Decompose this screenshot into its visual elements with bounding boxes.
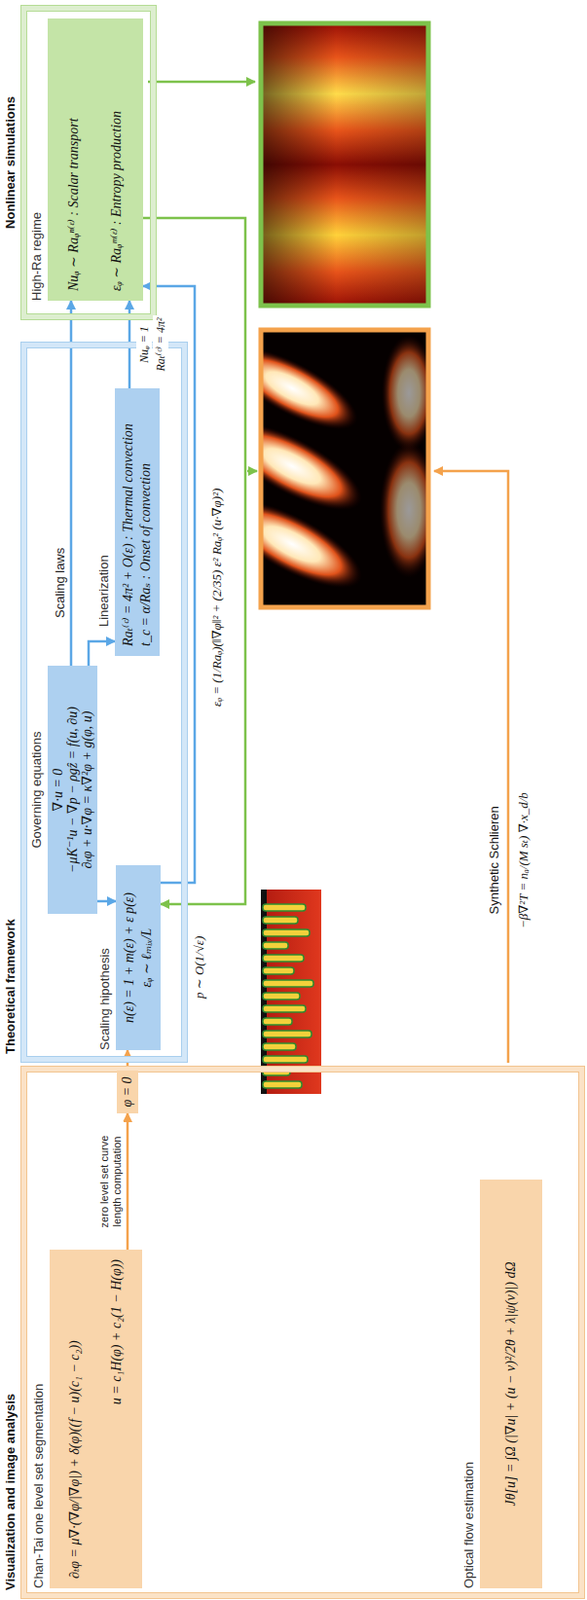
image-shade	[260, 23, 429, 306]
connector-arrow	[70, 300, 74, 666]
annotation-text: Synthetic Schlieren	[485, 804, 503, 917]
equation-text: u = c₁H(φ) + c₂(1 − H(φ))	[108, 1259, 126, 1579]
connector-label: Scaling laws	[52, 546, 68, 621]
box-heading: High-Ra regime	[29, 18, 45, 301]
connector-arrow	[126, 1113, 130, 1250]
panel-title: Nonlinear simulations	[1, 5, 20, 320]
result-box: LinearizationRaₜ⁽ᶜ⁾ = 4π² + O(ε) : Therm…	[96, 388, 160, 657]
annotation-text: εᵩ = (1/Raᵩ)(‖∇φ‖² + (2/35) ε² Raᵩ² (u·∇…	[208, 486, 225, 709]
section-panel: Visualization and image analysis Chan-Tai…	[1, 1066, 585, 1599]
finger	[262, 992, 300, 1000]
box-heading: Chan-Tai one level set segmentation	[31, 1249, 47, 1589]
box-heading: Linearization	[96, 388, 112, 627]
equation-text: n(ε) = 1 + m(ε) + ε p(ε)	[120, 875, 139, 1041]
box-heading: Governing equations	[29, 665, 45, 915]
panel-title: Visualization and image analysis	[1, 1066, 20, 1599]
equation-text: εᵩ ∼ ℓₘᵢₓ/L	[138, 875, 156, 1041]
convection-image	[260, 23, 429, 306]
connector-arrow	[88, 641, 115, 666]
equation-text: εᵩ ∼ Raᵩᵐ⁽ᵋ⁾ : Entropy production	[108, 28, 126, 292]
finger	[262, 980, 314, 988]
equation-text: −μK⁻¹u − ∇p − ρgẑ = f(u, ∂u)	[65, 675, 80, 905]
method-box: Chan-Tai one level set segmentation ∂ₜφ =…	[31, 1249, 143, 1589]
box-fill: Raₜ⁽ᶜ⁾ = 4π² + O(ε) : Thermal convection…	[114, 388, 160, 657]
connector-arrow	[97, 900, 116, 904]
method-box: Optical flow estimation Jθ[u] = ∫Ω (|∇u| …	[461, 1179, 543, 1589]
box-fill: ∇·u = 0−μK⁻¹u − ∇p − ρgẑ = f(u, ∂u)∂ₜφ +…	[47, 665, 98, 915]
finger	[262, 1043, 296, 1051]
hypothesis-box: Scaling hipothesisn(ε) = 1 + m(ε) + ε p(…	[97, 865, 161, 1051]
fingering-image	[260, 889, 322, 1095]
finger	[262, 1030, 312, 1038]
data-arrow	[147, 80, 256, 84]
finger	[262, 1056, 308, 1064]
box-fill: n(ε) = 1 + m(ε) + ε p(ε)εᵩ ∼ ℓₘᵢₓ/L	[115, 865, 161, 1051]
annotation-text: Nuᵩ = 1	[136, 324, 152, 366]
equation-text: Nuᵩ ∼ Raᵩⁿ⁽ᵋ⁾ : Scalar transport	[65, 28, 83, 292]
image-ground	[260, 889, 322, 1095]
equation-text: φ = 0	[118, 1074, 137, 1110]
section-panel: Theoretical framework Governing equations…	[1, 342, 187, 1063]
plume	[381, 334, 429, 452]
box-fill: ∂ₜφ = μ∇·(∇φ/|∇φ|) + δ(φ)((f − u)(c₁ − c…	[49, 1249, 143, 1589]
equation-box: Governing equations∇·u = 0−μK⁻¹u − ∇p − …	[29, 665, 98, 915]
level-set-box: φ = 0	[116, 1070, 139, 1114]
finger	[262, 1005, 306, 1013]
annotation-text: −β∇²T = nₐ/(M sₜ) ∇·x_d/b	[514, 790, 532, 931]
connector-label: zero level set curve length computation	[98, 1121, 124, 1243]
finger	[262, 904, 306, 912]
box-fill: Nuᵩ ∼ Raᵩⁿ⁽ᵋ⁾ : Scalar transport εᵩ ∼ Raᵩ…	[47, 18, 144, 301]
scaling-box: High-Ra regimeNuᵩ ∼ Raᵩⁿ⁽ᵋ⁾ : Scalar tra…	[29, 18, 144, 301]
plume	[379, 441, 429, 579]
image-border	[260, 23, 429, 306]
finger	[262, 929, 310, 937]
box-heading: Optical flow estimation	[461, 1179, 477, 1589]
equation-text: ∂ₜφ = μ∇·(∇φ/|∇φ|) + δ(φ)((f − u)(c₁ − c…	[66, 1259, 84, 1579]
image-ground	[260, 23, 429, 306]
annotation-text: Raₜ⁽ᶜ⁾ = 4π²	[152, 315, 169, 373]
image-border	[260, 330, 429, 608]
data-arrow	[247, 470, 257, 474]
equation-text: Raₜ⁽ᶜ⁾ = 4π² + O(ε) : Thermal convection	[119, 398, 138, 647]
schlieren-arrow	[434, 471, 509, 1064]
box-fill: Jθ[u] = ∫Ω (|∇u| + (u − v)²/2θ + λ|ψ(v)|…	[479, 1179, 543, 1589]
finger	[262, 917, 298, 924]
finger	[262, 1018, 293, 1026]
finger	[262, 942, 289, 950]
plume	[260, 331, 368, 445]
box-fill: φ = 0	[116, 1070, 139, 1114]
box-heading: Scaling hipothesis	[97, 865, 113, 1051]
finger	[262, 954, 304, 962]
equation-text: t_c = α/Raₛ : Onset of convection	[137, 398, 155, 647]
panel-title: Theoretical framework	[1, 342, 20, 1063]
equation-text: ∂ₜφ + u·∇φ = κ∇²φ + g(φ, u)	[79, 675, 95, 905]
equation-text: ∇·u = 0	[50, 675, 66, 905]
equation-text: Jθ[u] = ∫Ω (|∇u| + (u − v)²/2θ + λ|ψ(v)|…	[502, 1189, 520, 1579]
section-panel: Nonlinear simulationsHigh-Ra regimeNuᵩ ∼…	[1, 5, 156, 320]
annotation-text: p ∼ O(1/√ε)	[190, 934, 208, 1001]
finger	[262, 1081, 302, 1089]
finger	[262, 967, 294, 975]
